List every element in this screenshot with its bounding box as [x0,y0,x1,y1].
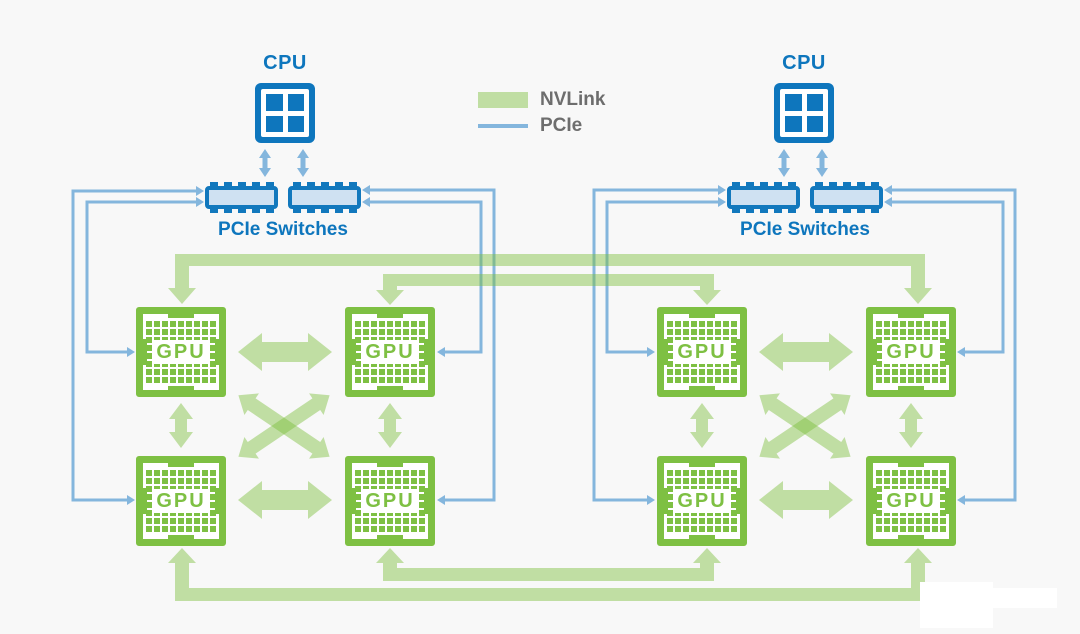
switch-chip-icon [205,182,278,213]
gpu-chip: GPU [866,307,956,397]
nvlink-arrow-vertical [690,403,714,448]
gpu-chip: GPU [136,307,226,397]
nvlink-bus-top-inner [376,274,721,305]
pcie-link-right-switch-to-gpu-br [892,188,1017,502]
gpu-label: GPU [362,489,418,513]
gpu-chip: GPU [657,307,747,397]
legend-pcie-label: PCIe [540,115,583,136]
gpu-label: GPU [674,489,730,513]
nvlink-swatch-icon [478,92,528,108]
nvlink-arrow-horizontal [759,481,853,519]
pcie-link-left-switch-to-gpu-bl [71,189,196,502]
pcie-switch-chip [288,182,361,213]
cpu-pcie-arrow [778,149,790,177]
nvlink-arrow-vertical [169,403,193,448]
switch-chip-icon [727,182,800,213]
gpu-label: GPU [153,340,209,364]
pcie-link-left-switch-to-gpu-tl [85,200,196,354]
nvlink-arrow-vertical [378,403,402,448]
pcie-link-left-switch-to-gpu-br [370,188,496,502]
pcie-arrowheads [127,185,965,505]
gpu-chip: GPU [657,456,747,546]
gpu-label: GPU [153,489,209,513]
nvlink-arrow-diagonal [238,393,330,459]
nvlink-bus-top-outer [168,254,932,304]
pcie-swatch-icon [478,124,528,128]
pcie-switch-chip [810,182,883,213]
pcie-link-left-switch-to-gpu-tr [370,200,483,354]
cpu-pcie-arrow [816,149,828,177]
cpu-label: CPU [782,52,826,74]
watermark-cover [920,582,993,628]
gpu-chip: GPU [345,456,435,546]
gpu-chip: GPU [136,456,226,546]
pcie-switches-label: PCIe Switches [218,219,348,240]
pcie-switch-chip [727,182,800,213]
nvlink-arrow-horizontal [238,481,332,519]
legend-nvlink-label: NVLink [540,89,606,110]
gpu-label: GPU [883,340,939,364]
switch-chip-icon [288,182,361,213]
nvlink-links [168,254,932,601]
nvlink-bus-bottom-inner [376,548,721,581]
cpu-chip [774,83,834,143]
pcie-links [71,188,1017,502]
cpu-pcie-arrows [259,149,828,177]
nvlink-arrow-diagonal [238,393,330,459]
gpu-chip: GPU [866,456,956,546]
gpu-label: GPU [674,340,730,364]
pcie-link-right-switch-to-gpu-tl [605,200,718,354]
legend-item-nvlink: NVLink [478,89,606,110]
cpu-die-icon [261,89,309,137]
nvlink-arrow-horizontal [759,333,853,371]
gpu-chip: GPU [345,307,435,397]
nvlink-arrow-diagonal [759,393,851,459]
pcie-switch-chip [205,182,278,213]
switch-chip-icon [810,182,883,213]
cpu-pcie-arrow [297,149,309,177]
legend: NVLink PCIe [478,89,606,136]
gpu-label: GPU [883,489,939,513]
cpu-die-icon [780,89,828,137]
cpu-label: CPU [263,52,307,74]
cpu-chip [255,83,315,143]
gpu-label: GPU [362,340,418,364]
watermark-cover [993,588,1057,608]
pcie-switches-label: PCIe Switches [740,219,870,240]
cpu-pcie-arrow [259,149,271,177]
nvlink-bus-bottom-outer [168,548,932,601]
pcie-link-right-switch-to-gpu-tr [892,200,1005,354]
nvlink-arrow-vertical [899,403,923,448]
legend-item-pcie: PCIe [478,115,605,136]
nvlink-arrow-horizontal [238,333,332,371]
nvlink-arrow-diagonal [759,393,851,459]
pcie-link-right-switch-to-gpu-bl [592,188,718,502]
